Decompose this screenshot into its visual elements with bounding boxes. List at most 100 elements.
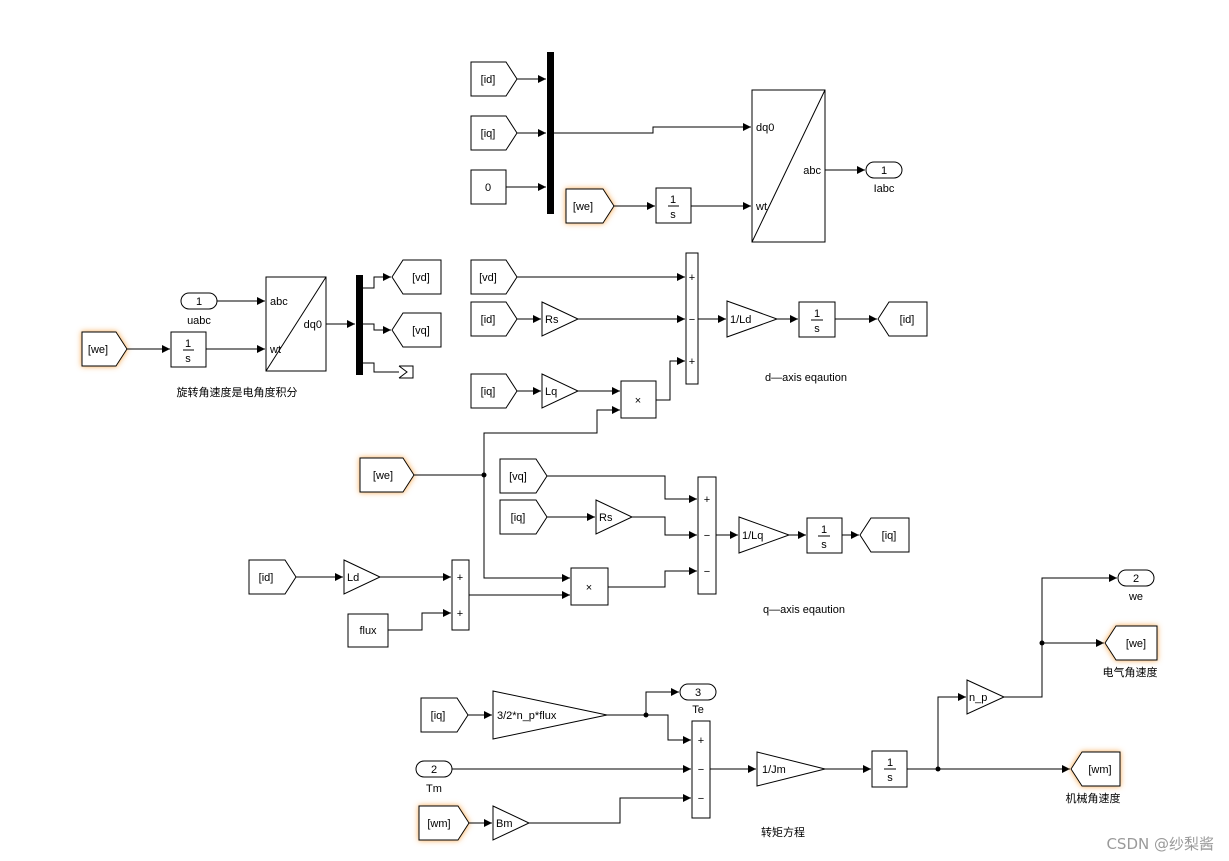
from-iq-top[interactable]: [iq] xyxy=(470,115,518,151)
gain-rs-q[interactable]: Rs xyxy=(595,499,634,535)
svg-text:1: 1 xyxy=(881,165,887,177)
mux-bar-top[interactable] xyxy=(547,52,554,214)
svg-text:1: 1 xyxy=(196,296,202,308)
svg-text:1/Jm: 1/Jm xyxy=(762,764,786,776)
sum-torque[interactable]: + − − xyxy=(691,720,711,819)
svg-text:n_p: n_p xyxy=(969,692,987,704)
from-we-left-label: [we] xyxy=(88,344,108,356)
svg-text:Ld: Ld xyxy=(347,572,359,584)
from-we-mid[interactable] xyxy=(359,457,415,493)
integrator-q[interactable]: 1 s xyxy=(806,517,843,554)
svg-text:Bm: Bm xyxy=(496,818,513,830)
goto-id[interactable]: [id] xyxy=(877,301,928,337)
product-q[interactable]: × xyxy=(570,567,609,606)
goto-iq[interactable]: [iq] xyxy=(859,517,910,553)
gain-np[interactable]: n_p xyxy=(966,679,1006,715)
gain-bm[interactable]: Bm xyxy=(492,805,531,841)
svg-text:1: 1 xyxy=(185,338,191,350)
svg-text:s: s xyxy=(887,772,893,784)
svg-text:s: s xyxy=(185,353,191,365)
terminator[interactable] xyxy=(399,365,414,379)
svg-text:+: + xyxy=(689,272,695,284)
svg-text:dq0: dq0 xyxy=(304,319,322,331)
from-wm[interactable] xyxy=(418,805,470,841)
gain-inv-jm[interactable]: 1/Jm xyxy=(756,751,826,787)
from-vq[interactable]: [vq] xyxy=(499,458,548,494)
q-axis-section: [vq] [iq] Rs [id] Ld flux + xyxy=(248,458,910,648)
gain-ld-q[interactable]: Ld xyxy=(343,559,382,595)
inport-tm-label: Tm xyxy=(426,783,442,795)
svg-text:×: × xyxy=(635,395,641,407)
svg-text:0: 0 xyxy=(485,182,491,194)
goto-wm[interactable] xyxy=(1070,751,1121,787)
inport-uabc[interactable]: 1 xyxy=(180,292,218,310)
svg-text:−: − xyxy=(704,530,710,542)
from-iq-torque[interactable]: [iq] xyxy=(420,697,469,733)
outport-we[interactable]: 2 xyxy=(1117,569,1155,587)
gain-torque[interactable]: 3/2*n_p*flux xyxy=(492,690,608,740)
from-id-top[interactable]: [id] xyxy=(470,61,518,97)
inport-uabc-label: uabc xyxy=(187,315,211,327)
outport-iabc-label: Iabc xyxy=(874,183,895,195)
gain-lq-d[interactable]: Lq xyxy=(541,373,580,409)
gain-rs-d[interactable]: Rs xyxy=(541,301,580,337)
svg-text:−: − xyxy=(698,764,704,776)
svg-text:+: + xyxy=(698,735,704,747)
svg-text:2: 2 xyxy=(431,764,437,776)
outport-te-label: Te xyxy=(692,704,704,716)
torque-section: [iq] 3/2*n_p*flux 3 Te 2 Tm [wm] Bm xyxy=(415,569,1158,841)
svg-text:1: 1 xyxy=(670,194,676,206)
svg-text:[id]: [id] xyxy=(259,572,274,584)
goto-vd[interactable]: [vd] xyxy=(391,259,442,295)
product-d[interactable]: × xyxy=(620,380,657,419)
inport-tm[interactable]: 2 xyxy=(415,760,453,778)
sum-d[interactable]: + − + xyxy=(685,252,699,385)
from-iq-d[interactable]: [iq] xyxy=(470,373,518,409)
from-vd[interactable]: [vd] xyxy=(470,259,518,295)
from-iq-q[interactable]: [iq] xyxy=(499,499,548,535)
svg-text:[iq]: [iq] xyxy=(481,128,496,140)
note-d-axis: d—axis eqaution xyxy=(765,372,847,384)
svg-text:3/2*n_p*flux: 3/2*n_p*flux xyxy=(497,710,557,722)
gain-inv-ld[interactable]: 1/Ld xyxy=(726,300,779,338)
demux-bar-left[interactable] xyxy=(356,275,363,375)
svg-text:[iq]: [iq] xyxy=(481,386,496,398)
gain-inv-lq[interactable]: 1/Lq xyxy=(738,516,791,554)
integrator-top[interactable]: 1 s xyxy=(655,187,692,224)
abc-to-dq0-block[interactable]: abc wt dq0 xyxy=(265,276,327,372)
goto-vq[interactable]: [vq] xyxy=(391,312,442,348)
integrator-left[interactable]: 1 s xyxy=(170,331,207,368)
outport-te[interactable]: 3 xyxy=(679,683,717,701)
watermark: CSDN @纱梨酱 xyxy=(1106,835,1214,853)
svg-text:Rs: Rs xyxy=(545,314,559,326)
svg-text:×: × xyxy=(586,582,592,594)
svg-text:Lq: Lq xyxy=(545,386,557,398)
svg-text:abc: abc xyxy=(270,296,288,308)
from-we-left[interactable] xyxy=(81,331,128,367)
svg-text:[iq]: [iq] xyxy=(882,530,897,542)
svg-text:[id]: [id] xyxy=(481,314,496,326)
svg-text:1: 1 xyxy=(887,757,893,769)
integrator-speed[interactable]: 1 s xyxy=(871,750,908,788)
from-we-mid-label: [we] xyxy=(373,470,393,482)
from-id-d[interactable]: [id] xyxy=(470,301,518,337)
svg-text:s: s xyxy=(814,323,820,335)
from-wm-label: [wm] xyxy=(427,818,450,830)
integrator-d[interactable]: 1 s xyxy=(798,301,836,338)
from-id-q[interactable]: [id] xyxy=(248,559,297,595)
svg-text:−: − xyxy=(689,314,695,326)
constant-flux[interactable]: flux xyxy=(347,613,389,648)
sum-flux[interactable]: + + xyxy=(451,559,470,631)
svg-text:3: 3 xyxy=(695,687,701,699)
goto-we[interactable] xyxy=(1104,625,1158,661)
svg-text:1/Ld: 1/Ld xyxy=(730,314,751,326)
from-we-top[interactable] xyxy=(565,188,615,224)
from-we-top-label: [we] xyxy=(573,201,593,213)
svg-text:s: s xyxy=(821,539,827,551)
sum-q[interactable]: + − − xyxy=(697,476,717,595)
left-section: 1 uabc [we] 1 s abc wt dq0 xyxy=(81,259,442,399)
constant-zero[interactable]: 0 xyxy=(470,169,507,205)
outport-iabc[interactable]: 1 xyxy=(865,161,903,179)
dq0-to-abc-block[interactable]: dq0 wt abc xyxy=(751,89,826,243)
